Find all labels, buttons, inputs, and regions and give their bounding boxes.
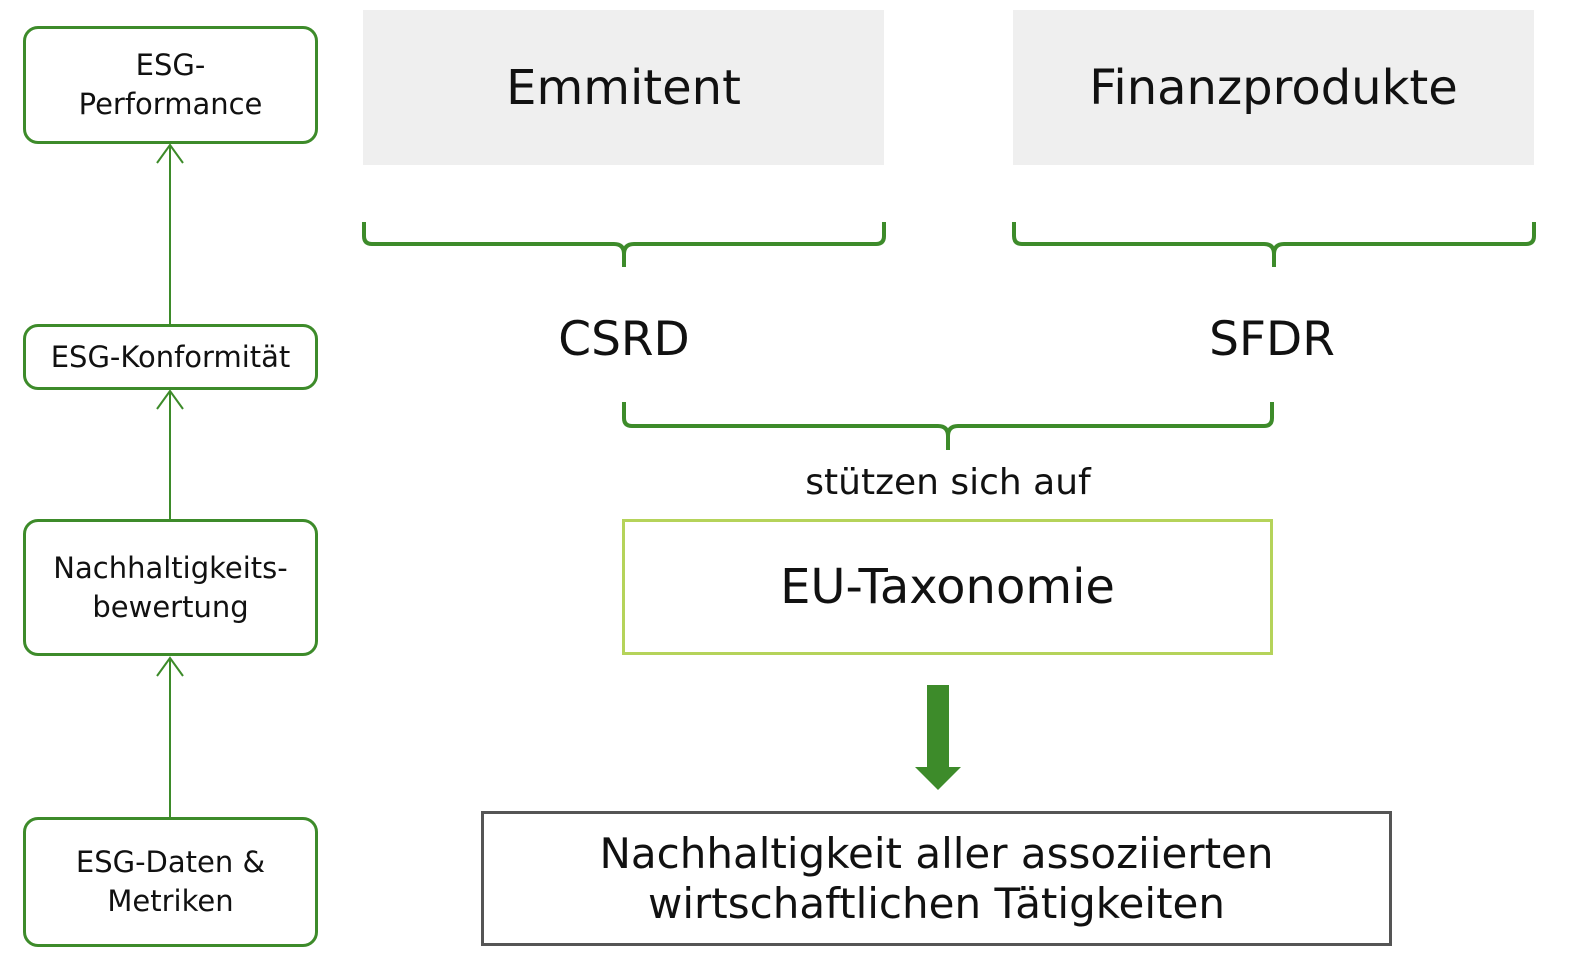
bracket-products bbox=[1012, 222, 1536, 267]
arrow-assessment-to-conformity bbox=[156, 389, 184, 520]
bracket-regulations bbox=[622, 402, 1274, 450]
bracket-issuer bbox=[362, 222, 886, 267]
eu-taxonomy-box: EU-Taxonomie bbox=[622, 519, 1273, 655]
header-issuer: Emmitent bbox=[363, 10, 884, 165]
stage-esg-data-metrics: ESG-Daten & Metriken bbox=[23, 817, 318, 947]
stage-esg-performance: ESG- Performance bbox=[23, 26, 318, 144]
regulation-sfdr: SFDR bbox=[1209, 312, 1335, 367]
arrow-metrics-to-assessment bbox=[156, 656, 184, 817]
regulation-csrd: CSRD bbox=[558, 312, 690, 367]
stage-arrows bbox=[156, 143, 184, 817]
header-financial-products: Finanzprodukte bbox=[1013, 10, 1534, 165]
block-arrow-down bbox=[915, 685, 961, 790]
arrow-conformity-to-performance bbox=[156, 143, 184, 325]
stage-esg-conformity: ESG-Konformität bbox=[23, 324, 318, 390]
result-box: Nachhaltigkeit aller assoziierten wirtsc… bbox=[481, 811, 1392, 946]
relies-on-caption: stützen sich auf bbox=[805, 462, 1091, 503]
stage-sustainability-assessment: Nachhaltigkeits- bewertung bbox=[23, 519, 318, 656]
